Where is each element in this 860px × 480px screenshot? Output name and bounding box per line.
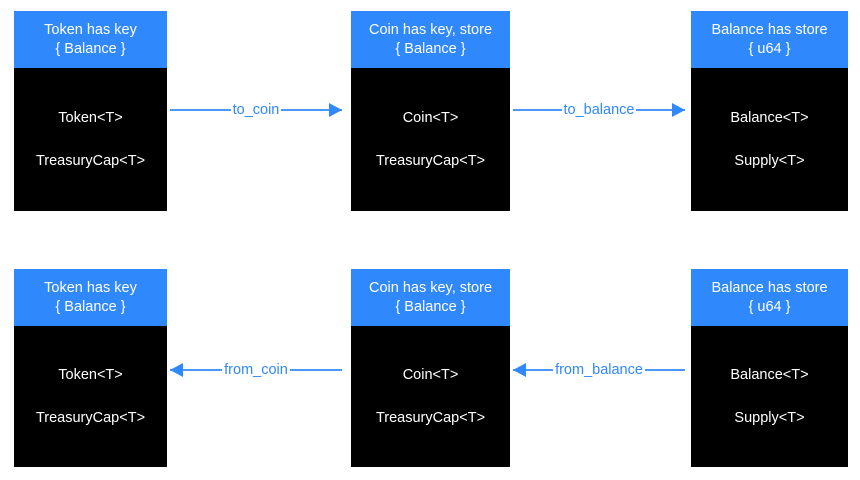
entity-body-coin-bottom: Coin<T> TreasuryCap<T> (351, 326, 510, 467)
entity-box-coin-top[interactable]: Coin has key, store { Balance } Coin<T> … (351, 11, 510, 211)
entity-field: TreasuryCap<T> (375, 409, 486, 426)
entity-field: Supply<T> (734, 152, 805, 169)
entity-header-token-bottom: Token has key { Balance } (14, 269, 167, 326)
entity-header-line-1: Token has key (44, 21, 137, 38)
entity-header-line-1: Balance has store (711, 21, 828, 38)
entity-header-line-1: Token has key (44, 279, 137, 296)
entity-box-balance-bottom[interactable]: Balance has store { u64 } Balance<T> Sup… (691, 269, 848, 467)
entity-field: Coin<T> (402, 366, 459, 383)
entity-field: Supply<T> (734, 409, 805, 426)
entity-field: Token<T> (58, 366, 123, 383)
entity-box-balance-top[interactable]: Balance has store { u64 } Balance<T> Sup… (691, 11, 848, 211)
arrow-label-from-balance: from_balance (553, 362, 645, 378)
arrow-label-from-coin: from_coin (222, 362, 290, 378)
entity-header-line-2: { Balance } (395, 298, 466, 315)
entity-header-coin-bottom: Coin has key, store { Balance } (351, 269, 510, 326)
entity-header-line-1: Coin has key, store (368, 21, 493, 38)
entity-body-coin-top: Coin<T> TreasuryCap<T> (351, 68, 510, 211)
entity-body-balance-bottom: Balance<T> Supply<T> (691, 326, 848, 467)
entity-header-line-2: { Balance } (395, 40, 466, 57)
arrow-head-left-icon (170, 363, 183, 377)
entity-field: Balance<T> (730, 366, 809, 383)
arrow-label-to-coin: to_coin (230, 102, 282, 118)
entity-header-line-2: { Balance } (55, 298, 126, 315)
entity-field: TreasuryCap<T> (375, 152, 486, 169)
entity-box-token-top[interactable]: Token has key { Balance } Token<T> Treas… (14, 11, 167, 211)
entity-field: TreasuryCap<T> (35, 152, 146, 169)
entity-header-line-2: { Balance } (55, 40, 126, 57)
entity-header-balance-bottom: Balance has store { u64 } (691, 269, 848, 326)
arrow-from-balance[interactable]: from_balance (513, 360, 685, 380)
entity-field: Coin<T> (402, 109, 459, 126)
arrow-head-right-icon (672, 103, 685, 117)
entity-header-token-top: Token has key { Balance } (14, 11, 167, 68)
entity-field: Balance<T> (730, 109, 809, 126)
arrow-label-to-balance: to_balance (561, 102, 637, 118)
entity-header-line-1: Balance has store (711, 279, 828, 296)
entity-field: Token<T> (58, 109, 123, 126)
entity-field: TreasuryCap<T> (35, 409, 146, 426)
entity-box-coin-bottom[interactable]: Coin has key, store { Balance } Coin<T> … (351, 269, 510, 467)
entity-body-token-bottom: Token<T> TreasuryCap<T> (14, 326, 167, 467)
entity-body-balance-top: Balance<T> Supply<T> (691, 68, 848, 211)
arrow-to-coin[interactable]: to_coin (170, 100, 342, 120)
entity-header-coin-top: Coin has key, store { Balance } (351, 11, 510, 68)
entity-header-balance-top: Balance has store { u64 } (691, 11, 848, 68)
arrow-from-coin[interactable]: from_coin (170, 360, 342, 380)
entity-box-token-bottom[interactable]: Token has key { Balance } Token<T> Treas… (14, 269, 167, 467)
arrow-head-left-icon (513, 363, 526, 377)
entity-header-line-1: Coin has key, store (368, 279, 493, 296)
arrow-head-right-icon (329, 103, 342, 117)
entity-header-line-2: { u64 } (748, 298, 791, 315)
arrow-to-balance[interactable]: to_balance (513, 100, 685, 120)
entity-header-line-2: { u64 } (748, 40, 791, 57)
entity-body-token-top: Token<T> TreasuryCap<T> (14, 68, 167, 211)
